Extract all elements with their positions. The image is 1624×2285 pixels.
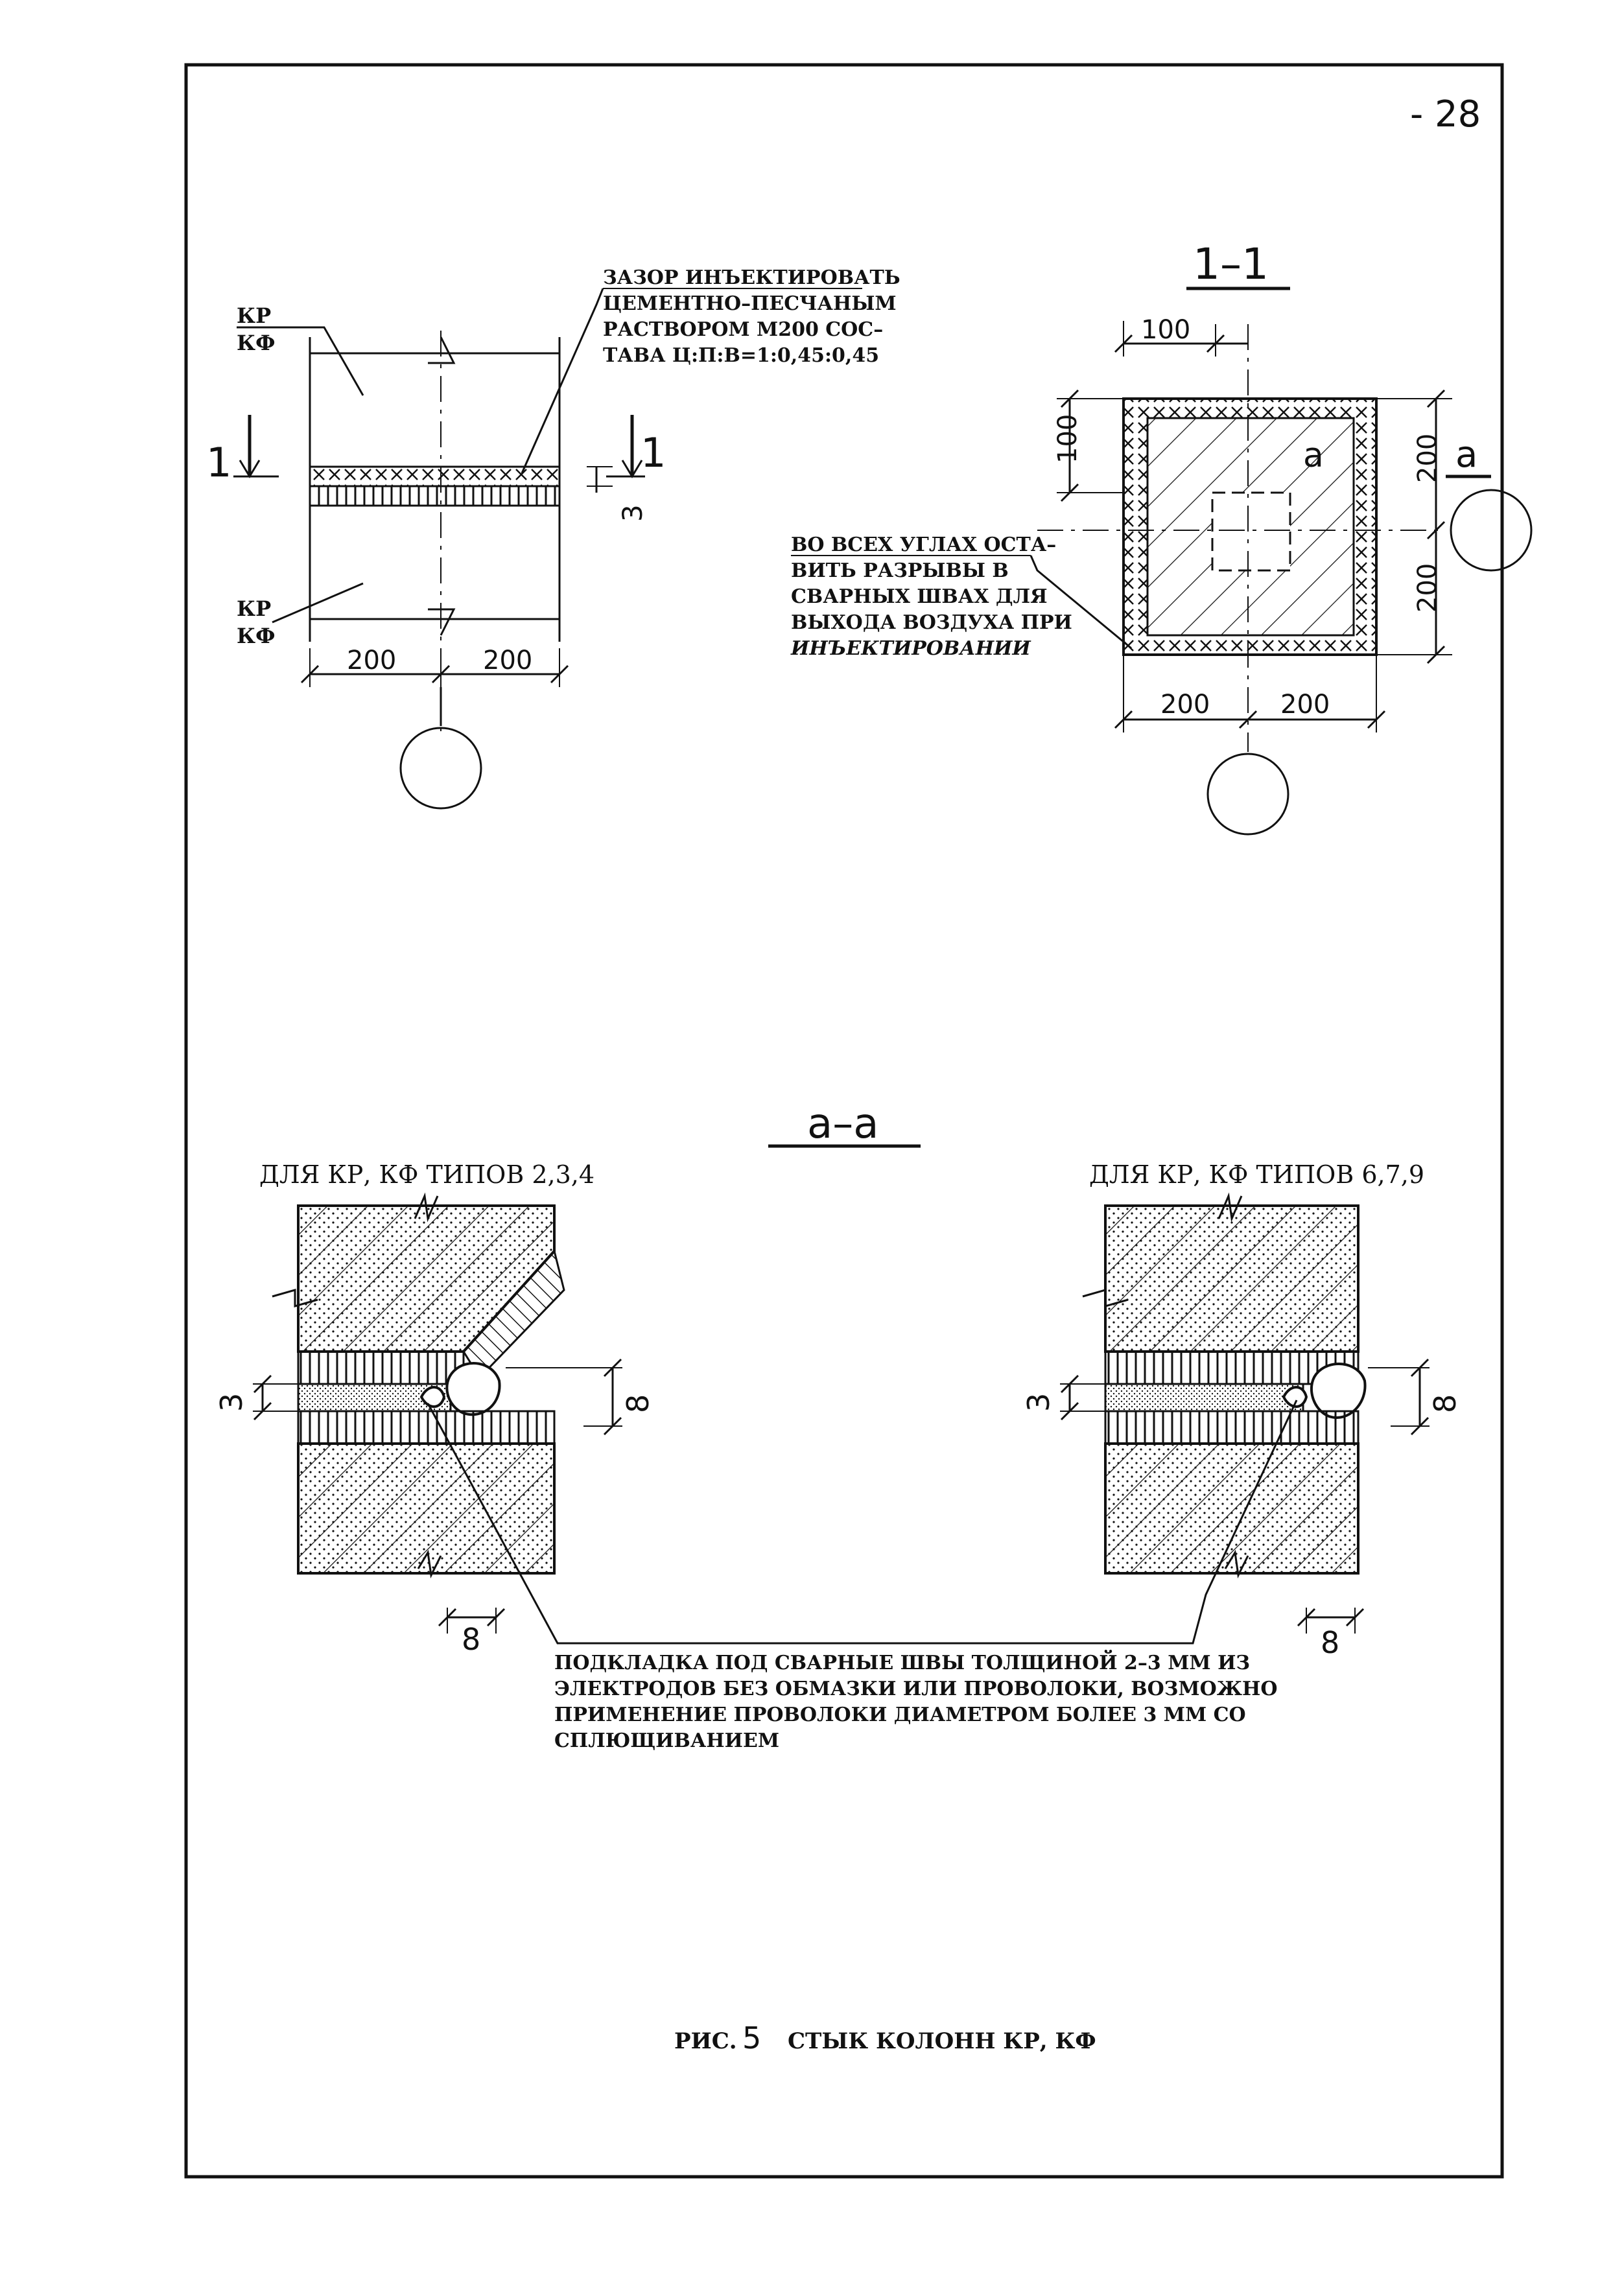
page-number: - 28: [1410, 93, 1481, 135]
figure-caption-text: СТЫК КОЛОНН КР, КФ: [788, 2028, 1096, 2054]
axis-bubble-section-bottom: [1206, 753, 1289, 836]
dim-right: 200: [483, 646, 532, 675]
leader-bottom: [272, 582, 364, 624]
upper-plate-left: [297, 1350, 465, 1385]
note-line-2: ЦЕМЕНТНО–ПЕСЧАНЫМ: [603, 292, 897, 315]
weld-bead-left: [445, 1362, 501, 1416]
detail-left: 3 8 8: [214, 1192, 655, 1657]
backing-note-2: ЭЛЕКТРОДОВ БЕЗ ОБМАЗКИ ИЛИ ПРОВОЛОКИ, ВО…: [554, 1678, 1278, 1700]
gap-filler-right: [1104, 1383, 1304, 1412]
dim-right-bottom: 200: [1413, 563, 1442, 613]
dim-weld-right: 8: [1428, 1394, 1463, 1413]
dim-side-100: 100: [1053, 414, 1083, 463]
joint-gap: [309, 465, 561, 487]
note-line-4: ТАВА Ц:П:В=1:0,45:0,45: [603, 344, 879, 367]
caption-left-detail: ДЛЯ КР, КФ ТИПОВ 2,3,4: [259, 1160, 594, 1189]
cut-mark-left: 1: [206, 439, 231, 486]
label-kr-top: КР: [237, 303, 271, 328]
backing-note-4: СПЛЮЩИВАНИЕМ: [554, 1729, 779, 1752]
label-kf-top: КФ: [237, 331, 275, 355]
dim-left: 200: [347, 646, 396, 675]
section-1-1: 1–1 а а 100 100: [790, 239, 1533, 836]
corner-note-1: ВО ВСЕХ УГЛАХ ОСТА–: [791, 533, 1056, 556]
section-a-a-title: а–а: [807, 1100, 878, 1148]
lower-plate-left: [297, 1410, 556, 1445]
backing-rod-right: [1282, 1386, 1308, 1408]
dim-bottom-right: 200: [1280, 690, 1330, 720]
backing-note-3: ПРИМЕНЕНИЕ ПРОВОЛОКИ ДИАМЕТРОМ БОЛЕЕ 3 М…: [554, 1704, 1246, 1726]
note-line-1: ЗАЗОР ИНЪЕКТИРОВАТЬ: [603, 266, 900, 289]
upper-concrete-right: [1104, 1204, 1359, 1353]
dim-bottom-left: 200: [1160, 690, 1210, 720]
corner-note-5: ИНЪЕКТИРОВАНИИ: [790, 637, 1031, 660]
corner-note-4: ВЫХОДА ВОЗДУХА ПРИ: [791, 611, 1072, 634]
figure-caption-prefix: РИС.: [674, 2028, 737, 2054]
cut-mark-right: 1: [641, 429, 666, 476]
corner-note-3: СВАРНЫХ ШВАХ ДЛЯ: [791, 585, 1048, 608]
backing-note-leader: [427, 1400, 1298, 1645]
section-1-1-title: 1–1: [1193, 239, 1269, 289]
upper-column: [309, 352, 561, 468]
lower-plate: [309, 485, 561, 507]
label-kr-bottom: КР: [237, 596, 271, 621]
lower-concrete-left: [297, 1442, 556, 1575]
dim-bottom-left-8: 8: [462, 1622, 480, 1657]
lower-concrete-right: [1104, 1442, 1359, 1575]
dim-weld-left: 8: [620, 1394, 655, 1413]
label-kf-bottom: КФ: [237, 624, 275, 648]
backing-note-1: ПОДКЛАДКА ПОД СВАРНЫЕ ШВЫ ТОЛЩИНОЙ 2–3 М…: [554, 1650, 1250, 1674]
leader-top: [237, 326, 364, 396]
corner-note-2: ВИТЬ РАЗРЫВЫ В: [791, 559, 1009, 582]
sheet-frame: [184, 63, 1504, 2179]
corner-note-leader: [1030, 555, 1132, 650]
column-elevation: КР КФ КР КФ 1 1 3 ЗАЗОР ИНЪЕКТИРОВАТЬ ЦЕ…: [206, 266, 900, 810]
dim-top-100: 100: [1141, 315, 1190, 345]
dim-gap-left: 3: [214, 1393, 249, 1412]
dim-right-top: 200: [1413, 434, 1442, 483]
lower-plate-right: [1104, 1410, 1359, 1445]
caption-right-detail: ДЛЯ КР, КФ ТИПОВ 6,7,9: [1089, 1160, 1424, 1189]
lower-column: [309, 504, 561, 620]
note-line-3: РАСТВОРОМ М200 СОС–: [603, 318, 883, 341]
dim-bottom-right-8: 8: [1321, 1625, 1339, 1660]
dim-gap-right: 3: [1021, 1393, 1056, 1412]
axis-bubble-section-right: [1450, 489, 1533, 572]
figure-caption-number: 5: [742, 2021, 761, 2056]
axis-bubble-elevation: [399, 727, 482, 810]
marker-a-outer: а: [1455, 434, 1477, 476]
weld-bead-right: [1310, 1363, 1367, 1419]
marker-a-inner: а: [1303, 436, 1324, 475]
dim-gap: 3: [617, 504, 648, 522]
detail-right: 3 8 8: [1021, 1192, 1463, 1660]
note-leader: [521, 288, 604, 474]
backing-rod-left: [419, 1386, 446, 1408]
